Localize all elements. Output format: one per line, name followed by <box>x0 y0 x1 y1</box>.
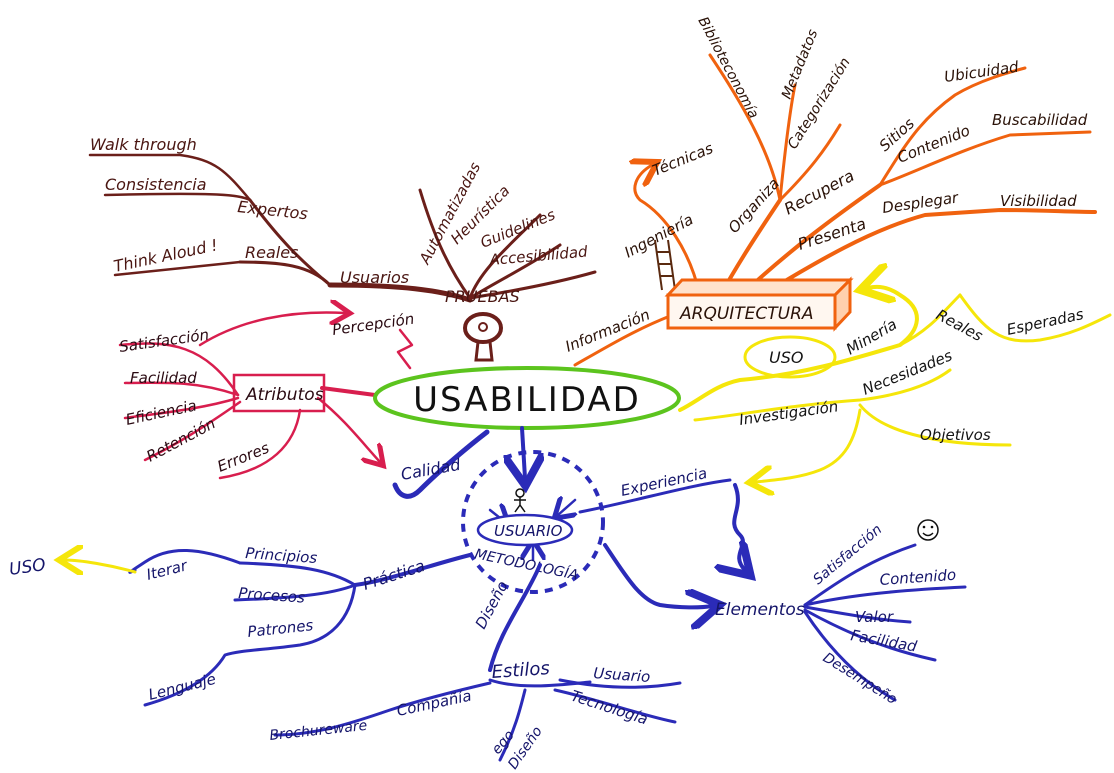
atributos-label: Atributos <box>245 385 324 405</box>
tecnicas-label: Técnicas <box>650 139 716 180</box>
investigacion-label: Investigación <box>738 397 839 429</box>
reales-label: Reales <box>245 243 298 262</box>
center-node: USABILIDAD <box>373 366 681 430</box>
tecnologia-label: Tecnología <box>569 687 650 729</box>
visibilidad-label: Visibilidad <box>1000 192 1077 210</box>
elementos-label: Elementos <box>715 600 805 620</box>
usuario-estilos-label: Usuario <box>593 664 651 686</box>
estilos-label: Estilos <box>491 658 551 683</box>
metadatos-label: Metadatos <box>779 27 821 101</box>
arquitectura-box: ARQUITECTURA <box>664 276 854 332</box>
biblioteconomia-label: Biblioteconomía <box>694 14 761 121</box>
eficiencia-label: Eficiencia <box>124 396 198 429</box>
elementos-branch: Elementos Satisfacción Contenido Valor F… <box>603 519 967 708</box>
desempeno-label: Desempeño <box>820 650 900 708</box>
errores-label: Errores <box>215 439 272 476</box>
usuario-center-label: USUARIO <box>494 522 563 540</box>
iterar-label: Iterar <box>145 556 190 584</box>
person-icon <box>514 488 526 513</box>
pruebas-branch: PRUEBAS Usuarios Expertos Reales Walk th… <box>88 135 597 362</box>
uso-investigacion-label: USO <box>769 348 803 367</box>
smiley-icon <box>917 519 939 541</box>
magnifier-icon <box>463 312 503 362</box>
satisfaccion-label: Satisfacción <box>118 326 210 356</box>
lenguaje-label: Lenguaje <box>147 670 218 704</box>
facilidad-label: Facilidad <box>130 369 197 387</box>
esperadas-label: Esperadas <box>1005 305 1085 339</box>
uso-metodologia-label: USO <box>8 555 47 580</box>
diseno-label: Diseño <box>472 578 512 632</box>
valor-label: Valor <box>855 608 894 626</box>
expertos-label: Expertos <box>237 197 309 223</box>
satisfaccion-el-label: Satisfacción <box>810 522 885 588</box>
contenido-el-label: Contenido <box>879 566 957 589</box>
atributos-branch: Atributos Percepción Satisfacción Facili… <box>118 310 415 480</box>
principios-label: Principios <box>245 544 318 567</box>
arquitectura-label: ARQUITECTURA <box>679 304 814 324</box>
arquitectura-branch: ARQUITECTURA Información Ingeniería Técn… <box>563 14 1097 367</box>
ladder-icon <box>654 239 676 291</box>
buscabilidad-label: Buscabilidad <box>992 111 1088 129</box>
metodologia-branch: USUARIO METODOLOGÍA Calidad Experiencia … <box>8 426 745 772</box>
center-label: USABILIDAD <box>413 380 641 420</box>
pruebas-label: PRUEBAS <box>445 287 520 306</box>
procesos-label: Procesos <box>238 584 306 607</box>
practica-label: Práctica <box>360 556 427 594</box>
brochureware-label: Brochureware <box>269 718 368 744</box>
walkthrough-label: Walk through <box>90 135 197 154</box>
patrones-label: Patrones <box>247 616 315 641</box>
consistencia-label: Consistencia <box>105 175 207 194</box>
reales-inv-label: Reales <box>933 306 986 345</box>
objetivos-label: Objetivos <box>920 426 991 444</box>
compania-label: Compañía <box>395 687 473 720</box>
accesibilidad-label: Accesibilidad <box>488 242 589 269</box>
facilidad-el-label: Facilidad <box>849 626 918 655</box>
usuarios-label: Usuarios <box>340 268 409 287</box>
